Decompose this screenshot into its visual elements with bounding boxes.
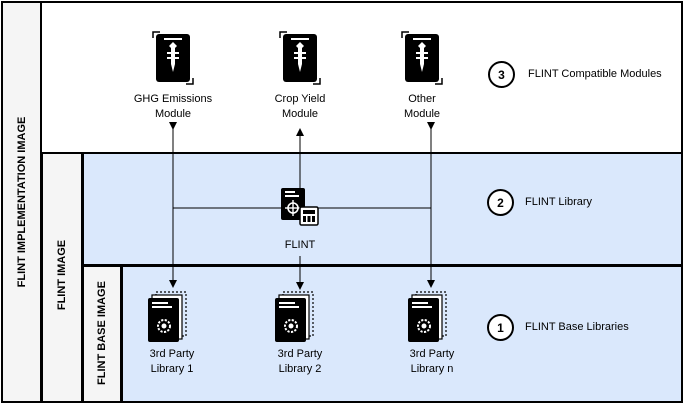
base-image-column — [82, 265, 122, 403]
flint-image-column — [41, 152, 83, 403]
legend-number-2: 2 — [487, 189, 514, 216]
library-label-2: 3rd Party Library 2 — [250, 347, 350, 377]
legend-number-3: 3 — [488, 61, 515, 88]
module-label-line1: Other — [408, 93, 436, 105]
module-label-line2: Module — [403, 108, 441, 120]
module-label-line2: Module — [154, 108, 192, 120]
flint-library-icon — [281, 188, 319, 226]
module-icon — [152, 31, 194, 85]
implementation-image-label-column — [1, 1, 42, 403]
library-label-1: 3rd Party Library 1 — [122, 347, 222, 377]
base-libraries-panel — [121, 265, 683, 403]
library-label-line2: Library n — [410, 363, 454, 375]
module-label-other: Other Module — [362, 92, 482, 122]
library-gear-icon — [408, 291, 447, 342]
legend-text-modules: FLINT Compatible Modules — [528, 68, 662, 80]
library-label-line1: 3rd Party — [149, 348, 195, 360]
flint-library-panel — [82, 152, 683, 266]
flint-label: FLINT — [284, 239, 316, 251]
library-label-n: 3rd Party Library n — [382, 347, 482, 377]
library-gear-icon — [148, 291, 187, 342]
library-label-line2: Library 1 — [150, 363, 194, 375]
module-icon — [279, 31, 321, 85]
library-label-line2: Library 2 — [278, 363, 322, 375]
legend-text-base: FLINT Base Libraries — [525, 321, 629, 333]
module-label-line1: Crop Yield — [274, 93, 326, 105]
module-label-ghg: GHG Emissions Module — [113, 92, 233, 122]
legend-number-1: 1 — [487, 314, 514, 341]
legend-text-library: FLINT Library — [525, 196, 593, 208]
module-label-line2: Module — [281, 108, 319, 120]
module-label-crop: Crop Yield Module — [240, 92, 360, 122]
library-label-line1: 3rd Party — [409, 348, 455, 360]
module-label-line1: GHG Emissions — [133, 93, 213, 105]
module-icon — [401, 31, 443, 85]
library-label-line1: 3rd Party — [277, 348, 323, 360]
library-gear-icon — [275, 291, 314, 342]
